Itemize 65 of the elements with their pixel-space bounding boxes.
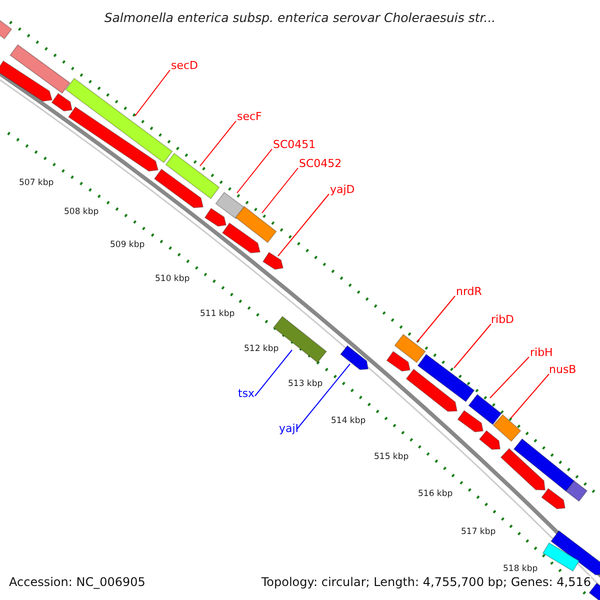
leader-line (416, 296, 456, 342)
gene-segment (10, 44, 70, 94)
scale-label: 516 kbp (418, 490, 453, 498)
leader-line (262, 168, 298, 214)
gene-segment (165, 152, 220, 200)
leader-line (454, 324, 492, 368)
gene-segment (0, 20, 12, 40)
footer-text: Topology: circular; Length: 4,755,700 bp; Genes: 4,516 (261, 576, 591, 588)
gene-segment (588, 582, 600, 600)
scale-label: 512 kbp (244, 345, 279, 354)
gene-feature (222, 222, 261, 254)
gene-feature (541, 488, 566, 510)
gene-feature (406, 368, 458, 412)
leader-line (134, 70, 170, 116)
scale-label: 517 kbp (461, 528, 496, 536)
scale-label: 511 kbp (200, 310, 235, 318)
gene-segment (513, 438, 575, 492)
gene-segment (565, 480, 588, 502)
gene-label: nusB (549, 364, 576, 375)
leader-line (278, 194, 330, 256)
leader-line (490, 356, 530, 398)
gene-segment (492, 414, 522, 442)
gene-feature (262, 252, 284, 270)
scale-label: 509 kbp (110, 241, 145, 250)
gene-feature (550, 530, 600, 576)
scale-label: 510 kbp (155, 275, 190, 284)
footer-text: Accession: NC_006905 (9, 576, 146, 588)
gene-label: yajD (330, 184, 355, 195)
gene-segment (65, 78, 173, 164)
gene-feature (340, 345, 369, 370)
gene-segment (468, 394, 502, 426)
gene-feature (68, 106, 159, 172)
scale-label: 508 kbp (64, 208, 99, 216)
gene-label: ribD (491, 314, 514, 325)
gene-feature (386, 350, 411, 372)
leader-line (200, 120, 236, 166)
gene-feature (478, 430, 501, 450)
gene-label: tsx (238, 388, 255, 399)
gene-segment (417, 354, 475, 402)
gene-label: secD (171, 60, 198, 71)
gene-feature (204, 208, 227, 227)
gene-label: ribH (530, 347, 553, 358)
scale-label: 513 kbp (288, 380, 323, 388)
leader-line (296, 364, 350, 430)
leader-line (254, 350, 292, 396)
gene-segment (235, 206, 277, 244)
gene-feature (154, 168, 204, 208)
leader-line (510, 374, 550, 418)
gene-label: secF (237, 111, 262, 122)
gene-feature (457, 410, 484, 432)
gene-label: yajI (279, 423, 299, 434)
gene-segment (542, 542, 580, 572)
scale-label: 515 kbp (374, 453, 409, 462)
title: Salmonella enterica subsp. enterica serovar Choleraesuis str... (103, 12, 497, 24)
gene-segment (215, 192, 245, 220)
scale-label: 507 kbp (19, 179, 54, 188)
scale-label: 514 kbp (331, 417, 366, 426)
gene-feature (0, 60, 53, 102)
scale-label: 518 kbp (503, 565, 538, 574)
leader-line (236, 148, 272, 194)
gene-label: nrdR (456, 286, 482, 297)
gene-segment (394, 334, 426, 364)
gene-label: SC0451 (273, 139, 316, 150)
gene-feature (500, 448, 546, 491)
gene-label: SC0452 (299, 158, 342, 169)
